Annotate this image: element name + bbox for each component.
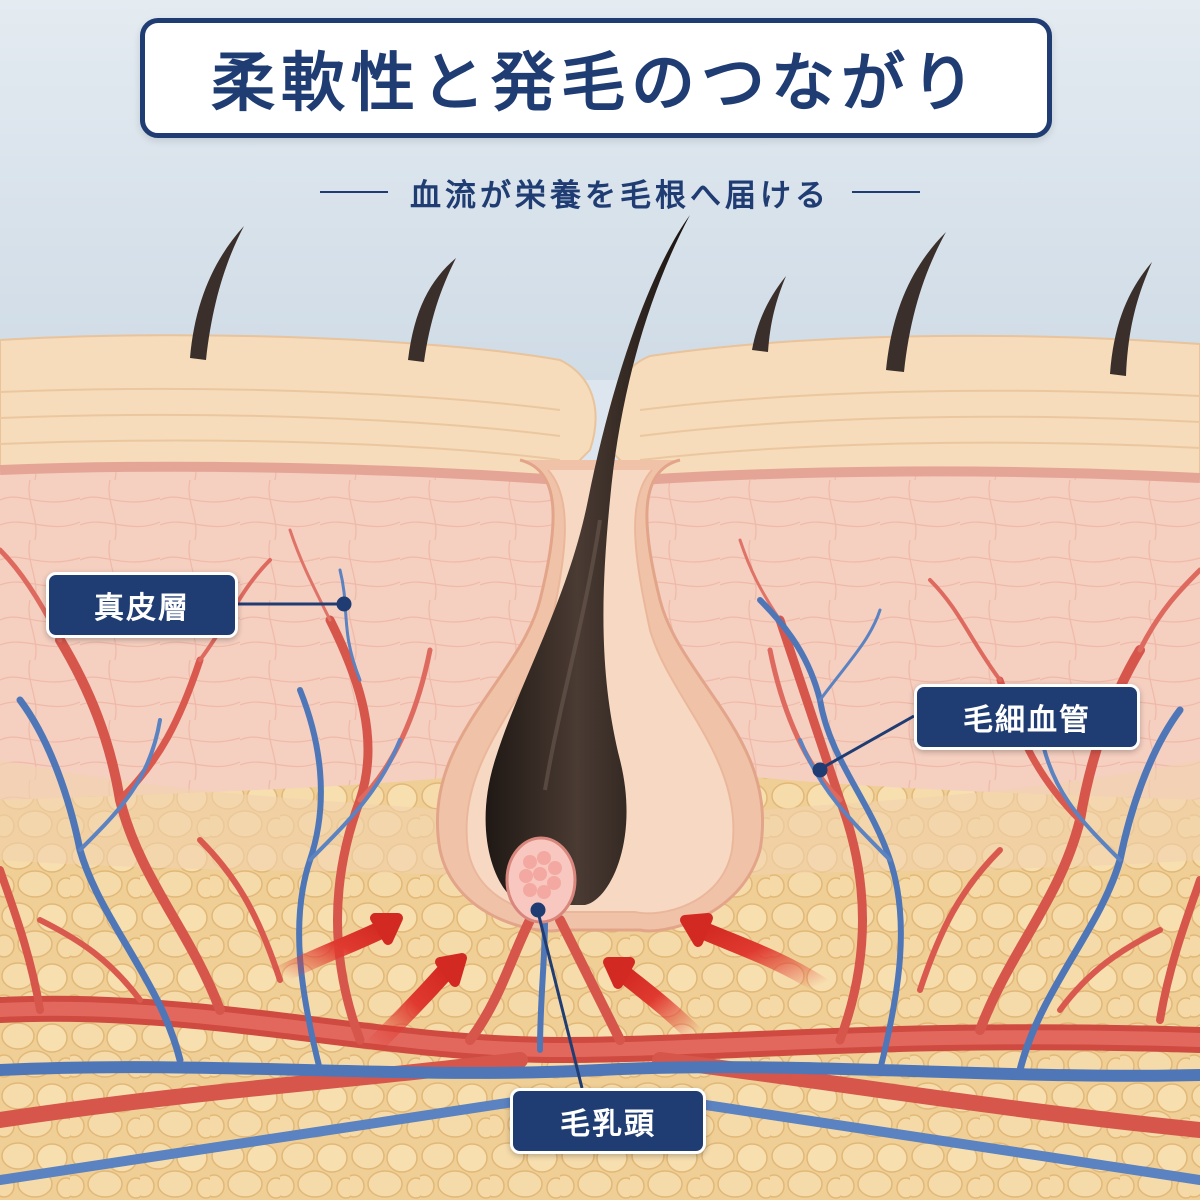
flow-arrow-left-upper	[271, 919, 394, 984]
epidermis-layer	[0, 334, 597, 482]
flow-arrow-right-upper	[693, 921, 829, 994]
dermal-papilla-cluster	[505, 836, 577, 924]
dermis-layer	[0, 466, 560, 800]
capillary-network	[0, 528, 1200, 1185]
flow-arrow-left-lower	[361, 963, 454, 1059]
subtitle-rule-left	[320, 191, 388, 193]
label-leader-lines	[238, 596, 915, 1089]
blood-flow-arrows	[271, 913, 829, 1059]
label-dermis: 真皮層	[46, 572, 238, 638]
label-capillaries: 毛細血管	[914, 684, 1140, 750]
page-title: 柔軟性と発毛のつながり	[211, 47, 981, 121]
surface-hairs	[190, 226, 1152, 376]
title-banner: 柔軟性と発毛のつながり	[140, 18, 1052, 138]
page-subtitle: 血流が栄養を毛根へ届ける	[410, 177, 830, 214]
subtitle-rule-right	[852, 191, 920, 193]
hair-shaft	[485, 215, 690, 905]
subtitle-line: 血流が栄養を毛根へ届ける	[250, 168, 990, 216]
flow-arrow-right-lower	[616, 966, 704, 1044]
label-dermal-papilla: 毛乳頭	[510, 1088, 706, 1154]
